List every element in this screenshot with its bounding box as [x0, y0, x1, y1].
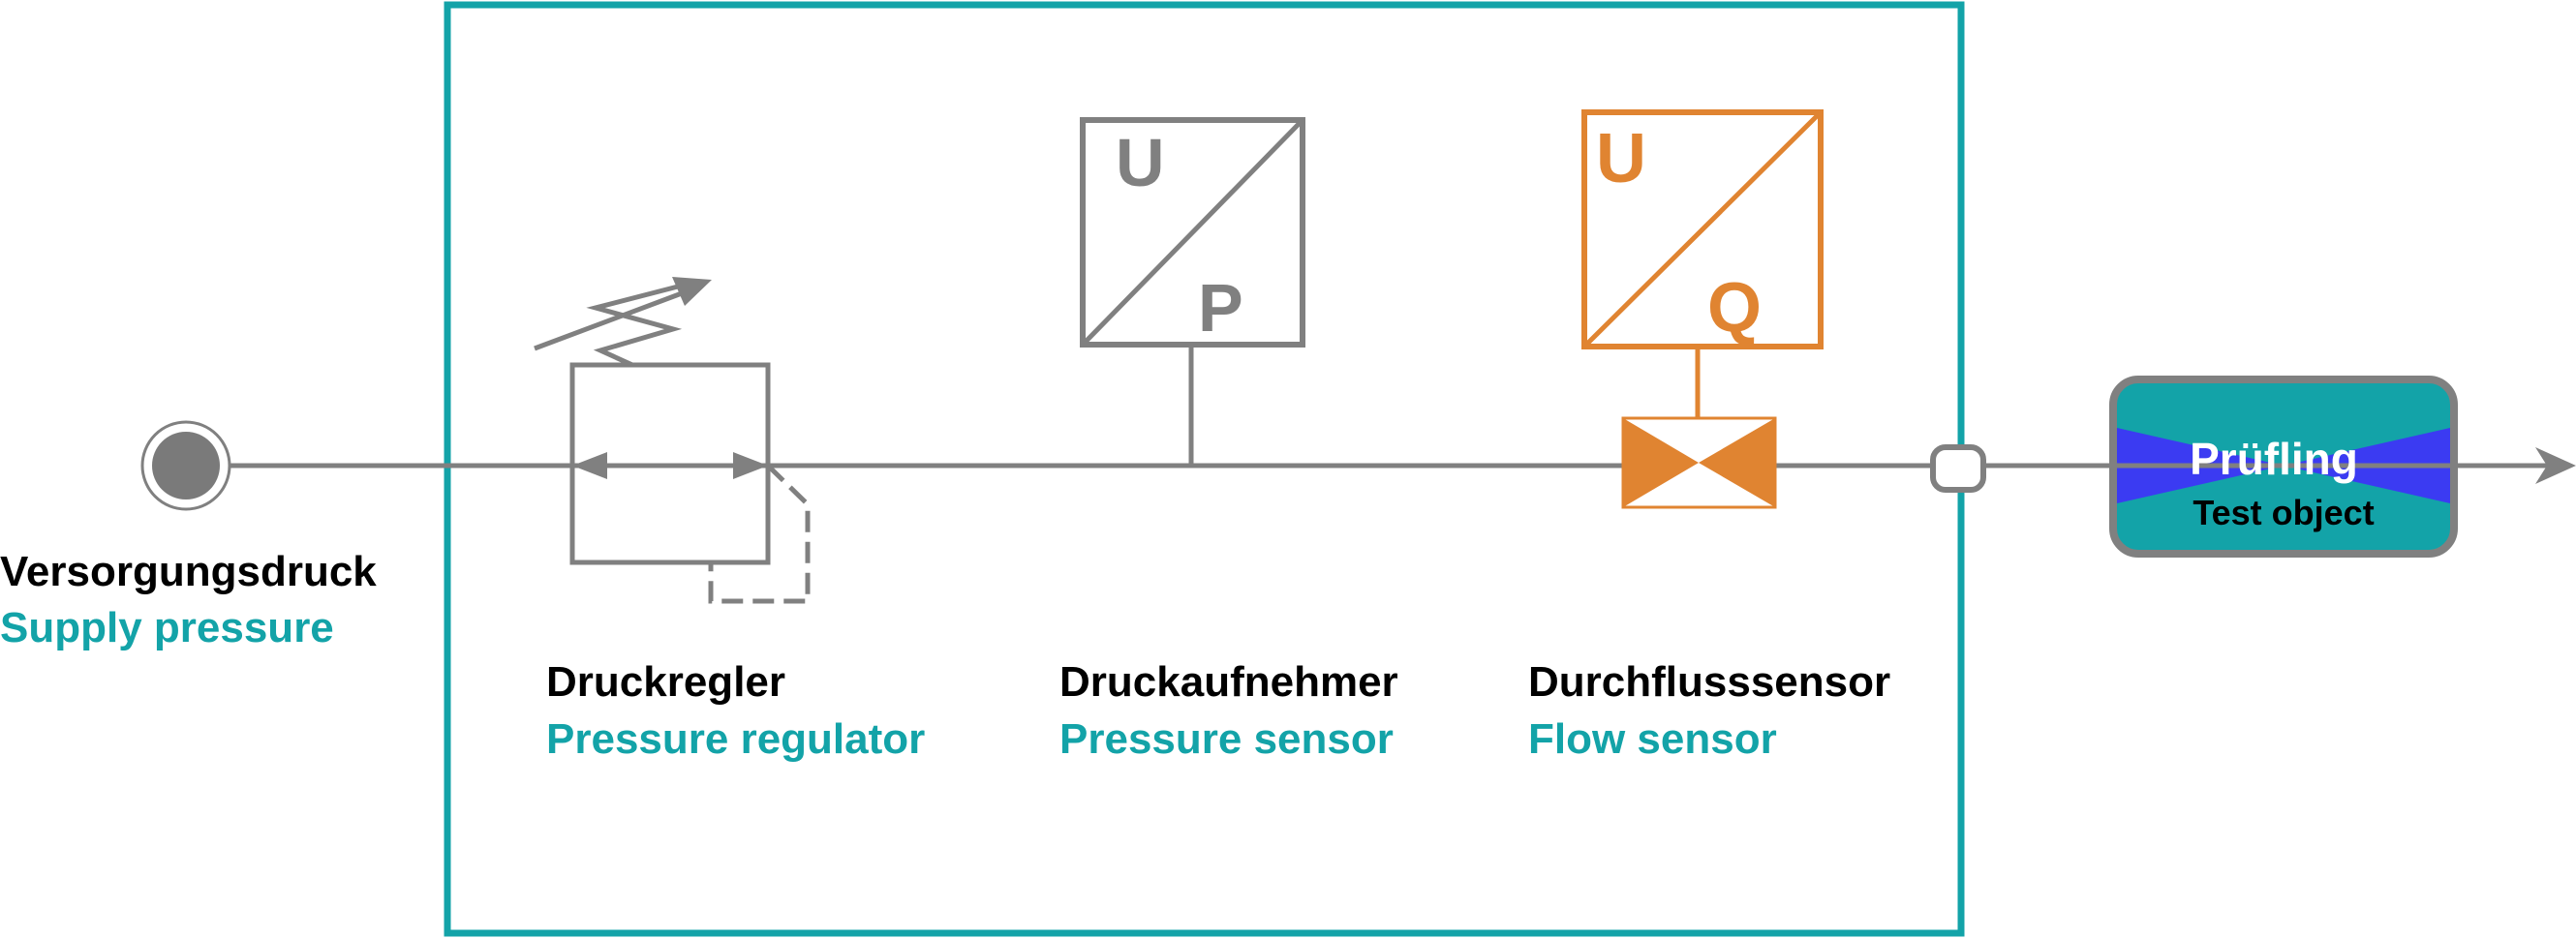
pressure-regulator-icon [534, 277, 811, 604]
frame-connector-icon [1930, 444, 1986, 493]
test-object-label-de: Prüfling [2190, 434, 2358, 484]
supply-label-en: Supply pressure [0, 604, 334, 651]
flow-sensor-symbol-q: Q [1707, 269, 1762, 347]
pressure-sensor-label-de: Druckaufnehmer [1059, 658, 1398, 706]
regulator-label-en: Pressure regulator [546, 715, 926, 763]
flow-arrowhead [2535, 447, 2576, 484]
supply-source-icon [140, 420, 231, 511]
pressure-sensor-symbol-u: U [1116, 125, 1165, 200]
pressure-sensor-label-en: Pressure sensor [1059, 715, 1394, 763]
flow-sensor-symbol-u: U [1596, 120, 1646, 197]
flow-sensor-label-de: Durchflusssensor [1528, 658, 1891, 706]
pressure-sensor-icon: U P [1080, 117, 1305, 466]
pressure-sensor-symbol-p: P [1198, 270, 1243, 346]
regulator-label-de: Druckregler [546, 658, 786, 706]
test-object-label-en: Test object [2193, 493, 2374, 532]
flow-sensor-icon: U Q [1581, 109, 1824, 509]
supply-label-de: Versorgungsdruck [0, 548, 377, 595]
test-object-icon: Prüfling Test object [2109, 376, 2458, 558]
flow-sensor-label-en: Flow sensor [1528, 715, 1777, 763]
